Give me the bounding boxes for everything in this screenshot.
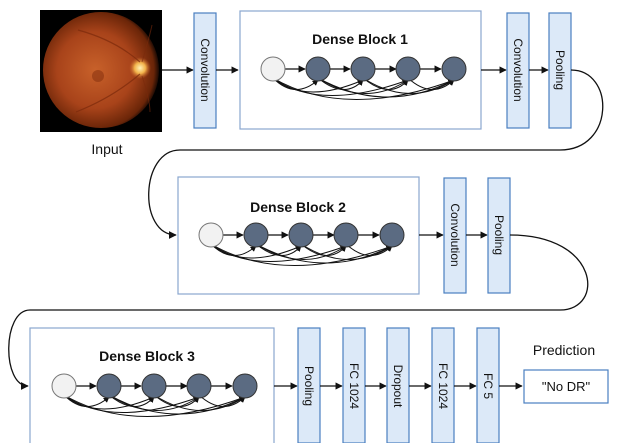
row1-layer-label: Convolution — [198, 38, 212, 101]
row-connector-2 — [8, 234, 589, 390]
row3-layer-label: Dropout — [391, 365, 405, 408]
dense-block-3-title: Dense Block 3 — [99, 348, 195, 364]
dense-block-3-node — [141, 373, 167, 399]
dense-block-2-input-node — [198, 222, 224, 248]
dense-block-3-node — [96, 373, 122, 399]
dense-block-1-node — [305, 56, 331, 82]
dense-block-2-node — [333, 222, 359, 248]
row3-fc1024-layer-2: FC 1024 — [431, 327, 455, 443]
input-label: Input — [91, 141, 122, 157]
row2-pooling-layer: Pooling — [487, 177, 511, 294]
dense-block-3-skip-connections — [63, 394, 246, 417]
row3-layer-label: FC 1024 — [347, 363, 361, 409]
dense-block-1-node — [350, 56, 376, 82]
dense-block-1-title: Dense Block 1 — [312, 31, 408, 47]
dense-block-3-input-node — [51, 373, 77, 399]
row2-convolution-layer: Convolution — [443, 177, 467, 294]
row3-layer-label: FC 1024 — [436, 363, 450, 409]
row3-layer-label: Pooling — [302, 366, 316, 406]
row1-convolution-layer: Convolution — [193, 12, 217, 129]
prediction-label: Prediction — [533, 342, 595, 358]
dense-block-3: Dense Block 3 — [29, 327, 275, 443]
row2-layer-label: Convolution — [448, 203, 462, 266]
dense-block-2-node — [288, 222, 314, 248]
row-connector-1 — [148, 69, 604, 239]
dense-block-1-node — [395, 56, 421, 82]
prediction-value: "No DR" — [542, 379, 591, 394]
dense-block-2-node — [243, 222, 269, 248]
row1-pooling-layer: Pooling — [548, 12, 572, 129]
row3-pooling-layer: Pooling — [297, 327, 321, 443]
prediction-output-box: "No DR" — [523, 369, 609, 404]
dense-block-2: Dense Block 2 — [177, 176, 420, 295]
row3-layer-label: FC 5 — [481, 373, 495, 399]
dense-block-2-node — [379, 222, 405, 248]
input-retina-image — [40, 10, 162, 132]
dense-block-1-skip-connections — [272, 77, 455, 100]
dense-block-1-input-node — [260, 56, 286, 82]
row3-fc1024-layer: FC 1024 — [342, 327, 366, 443]
dense-block-3-node — [186, 373, 212, 399]
row3-dropout-layer: Dropout — [386, 327, 410, 443]
row3-fc5-layer: FC 5 — [476, 327, 500, 443]
row1-layer-label: Pooling — [553, 50, 567, 90]
row1-layer-label: Convolution — [511, 38, 525, 101]
dense-block-2-title: Dense Block 2 — [250, 199, 346, 215]
dense-block-1-node — [441, 56, 467, 82]
dense-block-1: Dense Block 1 — [239, 10, 482, 130]
row2-layer-label: Pooling — [492, 215, 506, 255]
dense-block-2-skip-connections — [210, 243, 393, 266]
row1-convolution-layer-2: Convolution — [506, 12, 530, 129]
dense-block-3-node — [232, 373, 258, 399]
